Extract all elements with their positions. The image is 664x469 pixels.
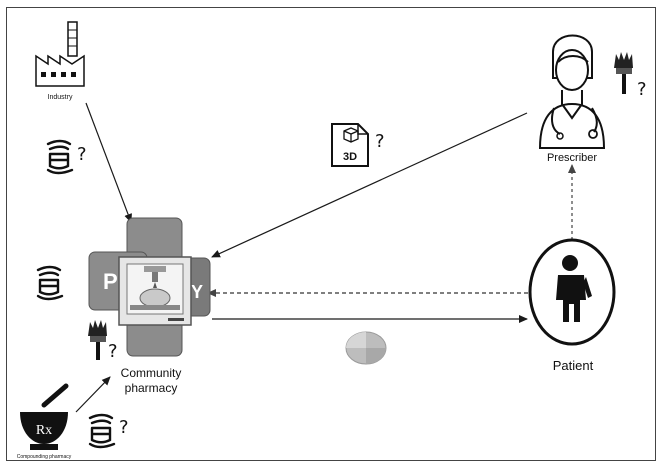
factory-icon bbox=[35, 21, 85, 87]
file-3d-icon: 3D bbox=[331, 123, 369, 167]
question-mark-file-3d: ? bbox=[375, 131, 385, 152]
industry-label: Industry bbox=[48, 94, 73, 101]
filament-icon bbox=[46, 139, 74, 175]
3d-printer-icon bbox=[118, 256, 192, 326]
arrow-compounding-to-pharmacy bbox=[75, 376, 111, 413]
paintbrush-icon bbox=[88, 320, 107, 360]
cube-letter-p: P bbox=[103, 269, 118, 294]
filament-icon bbox=[36, 265, 64, 301]
arrow-prescriber-to-pharmacy bbox=[211, 112, 528, 258]
rx-symbol: Rx bbox=[36, 423, 52, 438]
tablet-icon bbox=[345, 331, 387, 365]
diagram-frame bbox=[6, 7, 656, 461]
community-pharmacy-label-line1: Community bbox=[121, 366, 182, 380]
paintbrush-icon bbox=[614, 52, 633, 94]
question-mark-brush-pharmacy: ? bbox=[108, 341, 118, 362]
arrow-industry-to-pharmacy bbox=[85, 102, 132, 223]
mortar-pestle-icon: Rx bbox=[20, 383, 69, 450]
patient-icon bbox=[528, 238, 616, 346]
patient-label: Patient bbox=[553, 358, 594, 373]
community-pharmacy-label-line2: pharmacy bbox=[125, 381, 178, 395]
prescriber-icon bbox=[538, 34, 606, 149]
compounding-pharmacy-label: Compounding pharmacy bbox=[17, 454, 72, 460]
filament-icon bbox=[88, 413, 116, 449]
cube-letter-y: Y bbox=[191, 282, 203, 302]
question-mark-brush-prescriber: ? bbox=[637, 79, 647, 100]
question-mark-filament-industry: ? bbox=[77, 144, 87, 165]
prescriber-label: Prescriber bbox=[547, 152, 597, 164]
file-3d-label: 3D bbox=[343, 151, 357, 163]
community-pharmacy-icon: P Y bbox=[88, 217, 211, 357]
question-mark-filament-compounding: ? bbox=[119, 417, 129, 438]
